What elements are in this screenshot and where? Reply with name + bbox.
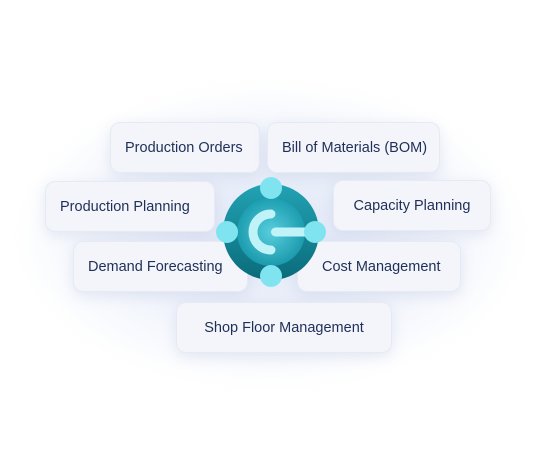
module-label: Demand Forecasting [88,258,223,275]
module-card-production-planning: Production Planning [45,181,215,232]
module-card-capacity-planning: Capacity Planning [333,180,491,231]
dynamics-365-business-central-icon [216,177,326,287]
module-card-cost-management: Cost Management [297,241,461,292]
module-label: Shop Floor Management [204,319,364,336]
module-label: Production Orders [125,139,243,156]
module-label: Bill of Materials (BOM) [282,139,428,156]
module-label: Production Planning [60,198,190,215]
module-label: Cost Management [322,258,441,275]
module-card-demand-forecasting: Demand Forecasting [73,241,248,292]
module-card-bill-of-materials: Bill of Materials (BOM) [267,122,440,173]
module-label: Capacity Planning [353,197,471,214]
module-card-production-orders: Production Orders [110,122,260,173]
module-card-shop-floor-management: Shop Floor Management [176,302,392,353]
